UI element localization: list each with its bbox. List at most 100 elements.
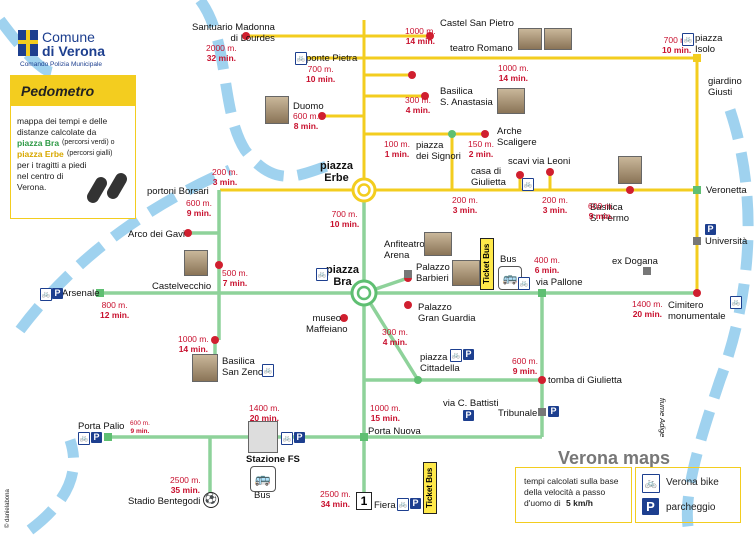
pedometro-text5: Verona.: [17, 182, 47, 192]
legend-note3: d'uomo di: [524, 498, 561, 508]
dist-cittadella: 300 m.4 min.: [382, 327, 408, 347]
place-stadio-bentegodi[interactable]: Stadio Bentegodi: [128, 496, 201, 507]
logo-line1: Comune: [42, 29, 95, 45]
place-san-zeno[interactable]: Basilica San Zeno: [222, 356, 264, 378]
place-cimitero[interactable]: Cimitero monumentale: [668, 300, 726, 322]
place-gran-guardia[interactable]: Palazzo Gran Guardia: [418, 302, 476, 324]
place-maffeiano[interactable]: museo Maffeiano: [306, 313, 348, 335]
dist-giulietta: 200 m.3 min.: [452, 195, 478, 215]
place-arche-scaligere[interactable]: Arche Scaligere: [497, 126, 537, 148]
dist-fermo: 600 m.9 min.: [588, 201, 614, 221]
logo-line2: di Verona: [42, 43, 106, 59]
dot-teatro: [408, 71, 416, 79]
photo-san-fermo: [618, 156, 642, 184]
dist-cimitero: 1400 m.20 min.: [632, 299, 663, 319]
pedometro-header: [11, 76, 135, 106]
place-piazza-cittadella[interactable]: piazza Cittadella: [420, 352, 460, 374]
place-ponte-pietra[interactable]: ponte Pietra: [306, 53, 358, 64]
place-bus[interactable]: Bus: [500, 254, 517, 265]
dot-castel: [426, 32, 434, 40]
place-arsenale[interactable]: Arsenale: [62, 288, 100, 299]
dist-anastasia: 300 m.4 min.: [405, 95, 431, 115]
place-fiera[interactable]: Fiera: [374, 500, 396, 511]
place-tomba-giulietta[interactable]: tomba di Giulietta: [548, 375, 622, 386]
hub-bra[interactable]: [350, 279, 378, 307]
place-giardino-giusti[interactable]: giardino Giusti: [708, 76, 742, 98]
dist-bentegodi: 2500 m.35 min.: [170, 475, 201, 495]
photo-palazzo-barbieri: [452, 260, 480, 286]
legend-title: Verona maps: [558, 448, 671, 468]
pedometro-erbe-label: piazza Erbe: [17, 149, 64, 159]
dot-zeno: [211, 336, 219, 344]
place-tribunale[interactable]: Tribunale: [498, 408, 538, 419]
dot-leoni: [546, 168, 554, 176]
place-casa-giulietta[interactable]: casa di Giulietta: [471, 166, 506, 188]
place-bus-stazione[interactable]: Bus: [254, 490, 271, 501]
dot-giulietta-casa: [516, 171, 524, 179]
place-portoni-borsari[interactable]: portoni Borsari: [147, 186, 209, 197]
legend-parking-label: parcheggio: [666, 502, 716, 513]
pedometro-text4: nel centro di: [17, 171, 64, 181]
place-universita[interactable]: Università: [705, 236, 748, 247]
place-veronetta[interactable]: Veronetta: [706, 185, 747, 196]
hub-erbe[interactable]: [351, 177, 377, 203]
dist-nuova: 1000 m.15 min.: [370, 403, 401, 423]
bike-icon: 🚲: [397, 498, 409, 511]
place-palazzo-barbieri[interactable]: Palazzo Barbieri: [416, 262, 450, 284]
ticket-bus-fiera: Ticket Bus: [423, 462, 437, 514]
dot-anastasia: [421, 92, 429, 100]
legend-parking-icon: P: [642, 498, 659, 515]
dist-ponte: 700 m.10 min.: [306, 64, 336, 84]
photo-castelvecchio: [184, 250, 208, 276]
fiera-icon: 1: [356, 492, 372, 510]
dist-borsari: 200 m.3 min.: [212, 167, 238, 187]
place-sant-anastasia[interactable]: Basilica S. Anastasia: [440, 86, 493, 108]
dist-palio: 600 m.9 min.: [130, 420, 150, 435]
place-duomo[interactable]: Duomo: [293, 101, 324, 112]
legend-note2: della velocità a passo: [524, 487, 606, 497]
place-via-pallone[interactable]: via Pallone: [536, 277, 583, 288]
place-scavi-via-leoni[interactable]: scavi via Leoni: [508, 156, 571, 167]
place-castel-san-pietro[interactable]: Castel San Pietro: [440, 18, 514, 29]
place-piazza-isolo[interactable]: piazza Isolo: [695, 33, 723, 55]
bike-icon: 🚲: [262, 364, 274, 377]
hub-bra-label: piazza Bra: [326, 264, 360, 288]
place-arco-gavi[interactable]: Arco dei Gavi: [128, 229, 186, 240]
pedometro-text1: mappa dei tempi e delle: [17, 116, 108, 126]
dist-teatro: 1000 m.14 min.: [498, 63, 529, 83]
dist-arsenale: 800 m.12 min.: [100, 300, 130, 320]
place-porta-nuova[interactable]: Porta Nuova: [368, 426, 421, 437]
dist-santuario: 2000 m.32 min.: [206, 43, 237, 63]
bike-icon: 🚲: [450, 349, 462, 362]
pedometro-text2: distanze calcolate da: [17, 127, 97, 137]
parking-icon: P: [410, 498, 421, 509]
place-porta-palio[interactable]: Porta Palio: [78, 421, 125, 432]
dot-castelvecchio: [215, 261, 223, 269]
hub-erbe-label: piazza Erbe: [320, 160, 354, 184]
footprint-icon: [84, 174, 110, 206]
dot-tomba: [538, 376, 546, 384]
place-san-fermo[interactable]: Basilica S. Fermo: [590, 202, 630, 224]
dot-fermo: [626, 186, 634, 194]
train-station-icon: [248, 421, 278, 453]
parking-icon: P: [52, 288, 63, 299]
place-teatro-romano[interactable]: teatro Romano: [450, 43, 513, 54]
place-castelvecchio[interactable]: Castelvecchio: [152, 281, 212, 292]
place-via-battisti[interactable]: via C. Battisti: [443, 398, 499, 409]
bike-icon: 🚲: [281, 432, 293, 445]
place-ex-dogana[interactable]: ex Dogana: [612, 256, 658, 267]
verona-coat-of-arms-icon: [18, 30, 38, 56]
place-piazza-signori[interactable]: piazza dei Signori: [416, 140, 461, 162]
pedometro-bra-label: piazza Bra: [17, 138, 60, 148]
legend-bike-icon: 🚲: [642, 474, 660, 493]
river-adige-arc: [15, 164, 233, 334]
place-santuario[interactable]: Santuario Madonna di Lourdes: [192, 22, 275, 44]
place-arena[interactable]: Anfiteatro Arena: [384, 239, 425, 261]
terminal-squares: [96, 54, 701, 441]
parking-icon: P: [463, 410, 474, 421]
legend-icons-box: 🚲 Verona bike P parcheggio: [635, 467, 741, 523]
place-stazione-fs[interactable]: Stazione FS: [246, 454, 300, 465]
dist-leoni: 200 m.3 min.: [542, 195, 568, 215]
